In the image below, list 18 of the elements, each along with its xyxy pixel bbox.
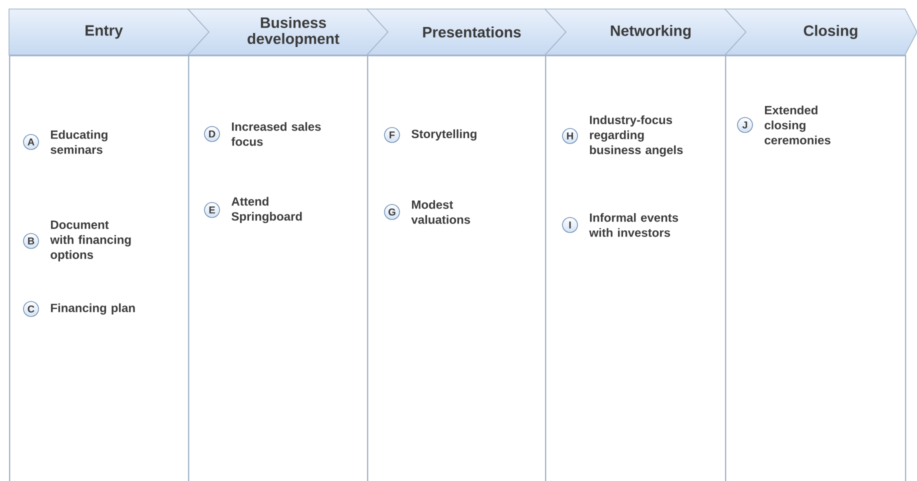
item-text: Storytelling (412, 129, 476, 141)
item-text: Modest valuations (411, 200, 470, 224)
column-box (367, 55, 546, 481)
item-text: Document with financing options (50, 220, 131, 262)
item-text: Financing plan (51, 303, 135, 315)
column-box (725, 55, 906, 481)
column-box (9, 55, 190, 481)
item-text: Informal events with investors (589, 213, 678, 237)
chevron-header: Entry (8, 8, 210, 56)
chevron-header: Closing (724, 8, 917, 56)
column-box (545, 55, 726, 481)
column-box (188, 55, 368, 481)
chevron-header: Networking (544, 8, 747, 56)
item-text: Industry-focus regarding business angels (590, 115, 683, 157)
item-text: Educating seminars (50, 130, 108, 154)
item-text: Attend Springboard (232, 196, 302, 224)
item-text: Extended closing ceremonies (764, 106, 830, 144)
item-text: Increased sales focus (231, 122, 321, 146)
